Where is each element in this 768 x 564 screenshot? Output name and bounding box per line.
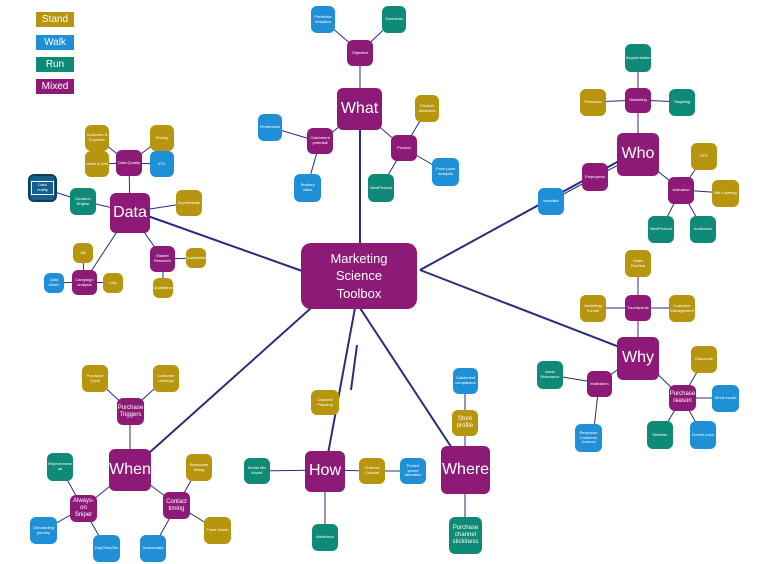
why-asset-relevance: Asset Relevance bbox=[537, 361, 563, 389]
data-decision-engine: Decision Engine bbox=[70, 188, 96, 215]
legend-run: Run bbox=[36, 57, 74, 72]
what-nextproduct: NextProduct bbox=[368, 174, 394, 202]
who-spv: SPV bbox=[691, 143, 717, 170]
when-contact-timing: Contact timing bbox=[163, 492, 190, 519]
why-sales-pipeline: Sales Pipeline bbox=[625, 250, 651, 277]
why-customer-journey: Response Customer Journey bbox=[575, 424, 602, 452]
data-experiments: Experiments bbox=[176, 190, 202, 216]
what-scenarios: Scenarios bbox=[382, 6, 406, 33]
why-marketing-funnel: Marketing Funnel bbox=[580, 295, 606, 322]
legend-mixed: Mixed bbox=[36, 79, 74, 94]
when-onboarding-journey: Onboarding journey bbox=[30, 517, 57, 544]
why-node: Why bbox=[617, 337, 659, 380]
data-ab: AB bbox=[73, 243, 93, 263]
when-customer-offerings: Customer offerings bbox=[153, 365, 179, 392]
legend-stand: Stand bbox=[36, 12, 74, 27]
what-pricepoint: Price point analysis bbox=[432, 158, 459, 186]
data-market-research: Market Research bbox=[150, 246, 175, 272]
when-repeat-name-ad: Repeat name ad bbox=[47, 453, 73, 481]
why-touchpoints: Touchpoints bbox=[625, 295, 651, 321]
what-product: Product bbox=[391, 135, 417, 161]
where-node: Where bbox=[441, 446, 490, 494]
data-value-add: Value & Add bbox=[85, 151, 109, 177]
what-predictive: Predictive Analytics bbox=[311, 6, 335, 33]
when-trade-inside: Trade Inside bbox=[204, 517, 231, 544]
who-lookalike: lookalike bbox=[538, 188, 564, 215]
when-seasonality: Seasonality bbox=[140, 535, 166, 562]
why-word-mouth: Word mouth bbox=[712, 385, 739, 412]
when-day-time: Day/Time/Dis bbox=[93, 535, 120, 562]
who-marketing: Marketing bbox=[625, 88, 651, 113]
data-campaign-analysis: Campaign analysis bbox=[72, 270, 97, 295]
who-node: Who bbox=[617, 133, 659, 176]
who-nextproduct: NextProduct bbox=[648, 216, 674, 243]
data-qualitative: Qualitative bbox=[153, 278, 173, 298]
data-reality-label: Data reality bbox=[31, 181, 54, 195]
data-privacy: Privacy bbox=[150, 125, 174, 151]
why-purchase-reason: Purchase reason bbox=[669, 385, 696, 411]
how-node: How bbox=[305, 451, 345, 492]
why-events-push: Events push bbox=[690, 421, 716, 449]
data-lifts: Lifts bbox=[103, 273, 123, 293]
why-weather: Weather bbox=[647, 421, 673, 449]
how-attribution: Attribution bbox=[312, 524, 338, 551]
data-driven: Data driven bbox=[44, 273, 64, 293]
what-penetration: Penetration bbox=[258, 114, 282, 141]
data-quantitative: Quantitative bbox=[186, 248, 206, 268]
what-node: What bbox=[337, 88, 382, 130]
where-store-profile: Store profile bbox=[452, 410, 478, 436]
center-node: Marketing Science Toolbox bbox=[301, 243, 417, 309]
when-purchase-cycle: Purchase Cycle bbox=[82, 365, 108, 392]
who-targeting: Targeting bbox=[669, 89, 695, 116]
where-catchment-comparison: Catchment comparison bbox=[453, 368, 478, 394]
when-purchase-triggers: Purchase Triggers bbox=[117, 398, 144, 425]
how-pooled-spend: Pooled spend allocation bbox=[400, 458, 426, 484]
when-broadcast-timing: Broadcast timing bbox=[186, 454, 212, 481]
when-node: When bbox=[109, 449, 151, 491]
why-discounts: Discounts bbox=[691, 346, 717, 373]
legend-walk: Walk bbox=[36, 35, 74, 50]
what-catchment: Catchment potential bbox=[307, 128, 333, 154]
why-motivation: Motivation bbox=[587, 371, 612, 397]
who-segmentation: Segmentation bbox=[625, 44, 651, 72]
what-product-attributes: Product Attributes bbox=[415, 95, 439, 122]
who-personas: Personas bbox=[580, 89, 606, 116]
what-territory: Territory Value bbox=[294, 174, 321, 202]
data-node: Data bbox=[110, 193, 150, 233]
who-employees: Employees bbox=[582, 163, 608, 191]
who-activation: Activation bbox=[668, 177, 694, 204]
how-channel-calculator: Channel Calculat bbox=[359, 458, 385, 484]
data-quality: Data Quality bbox=[116, 150, 142, 176]
how-channel-planning: Channel Planning bbox=[311, 390, 339, 415]
how-media-mix-model: Media Mix Model bbox=[244, 458, 270, 484]
who-bidlayering: Bid Layering bbox=[712, 180, 739, 207]
when-always-on-sniper: Always-on Sniper bbox=[70, 495, 97, 522]
data-customer-experience: Customer & Experien bbox=[85, 125, 109, 151]
what-objective: Objective bbox=[347, 40, 373, 66]
why-customer-management: Customer Management bbox=[669, 295, 695, 322]
who-audiences: Audiences bbox=[690, 216, 716, 243]
data-etl: ETL bbox=[150, 151, 174, 177]
data-reality: Data reality bbox=[28, 174, 57, 202]
where-channel-stickiness: Purchase channel stickiness bbox=[449, 517, 482, 554]
